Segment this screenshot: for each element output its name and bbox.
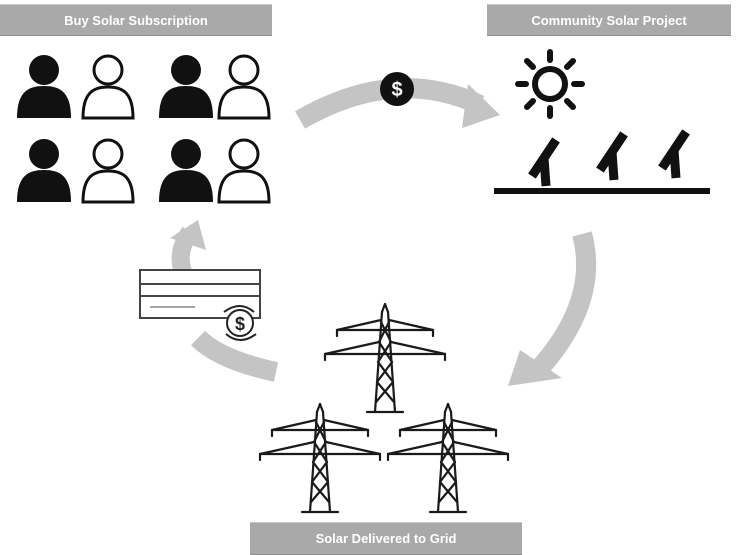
credit-dollar-symbol: $ [235,314,245,334]
bill-credit-icon [139,269,261,341]
arrow-top-head [462,84,500,128]
subscription-label: Buy Solar Subscription [0,4,272,36]
transmission-towers-icon [258,302,510,514]
arrow-right-head [508,350,562,386]
grid-label: Solar Delivered to Grid [250,522,522,555]
dollar-coin-icon [380,72,414,106]
arrow-left-head [170,220,206,250]
subscribers-icon [17,54,271,204]
subscription-label-text: Buy Solar Subscription [64,12,208,28]
project-label: Community Solar Project [487,4,731,36]
sun-icon [515,49,585,119]
grid-label-text: Solar Delivered to Grid [315,531,457,546]
solar-panels-icon [494,132,710,194]
dollar-coin-symbol: $ [391,79,402,101]
arrow-right [532,231,597,375]
project-label-text: Community Solar Project [531,12,687,28]
arrow-bottom-left [190,330,279,382]
